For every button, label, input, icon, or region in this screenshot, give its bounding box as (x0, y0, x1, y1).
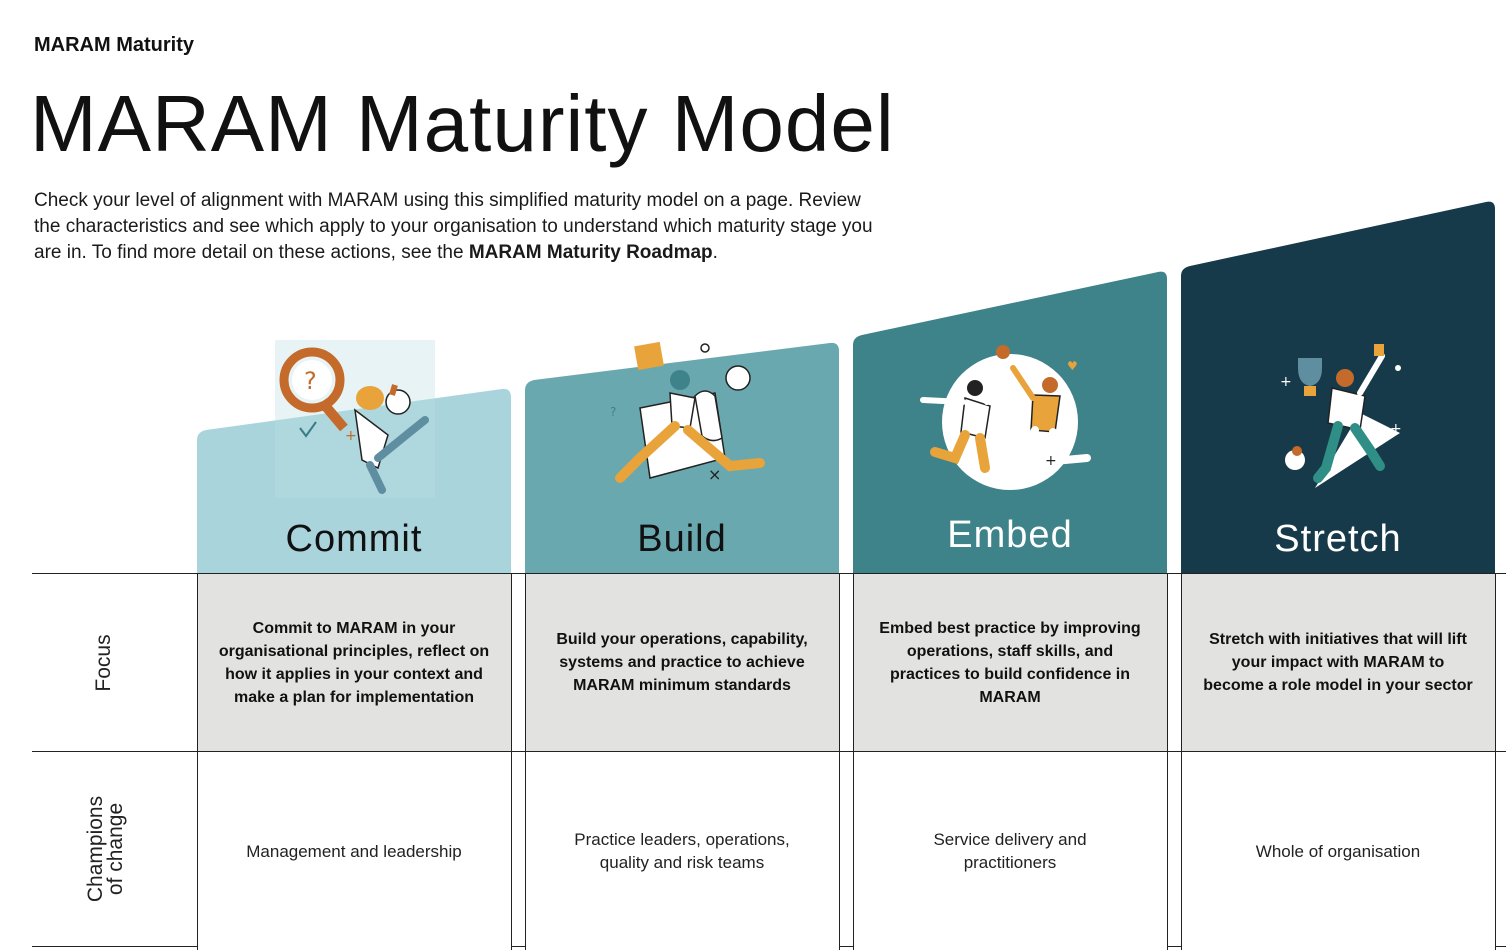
row-label-champions-line1: Champions (84, 795, 107, 903)
svg-text:+: + (1045, 453, 1057, 469)
page-title: MARAM Maturity Model (30, 79, 895, 168)
champions-cell-build: Practice leaders, operations, quality an… (525, 752, 839, 950)
stage-title-commit: Commit (285, 518, 423, 560)
svg-text:+: + (345, 428, 357, 444)
table-top-border (32, 573, 1506, 574)
column-border (197, 574, 198, 950)
svg-text:×: × (708, 465, 721, 484)
row-divider (32, 751, 1506, 752)
focus-text-commit: Commit to MARAM in your organisational p… (218, 619, 490, 706)
svg-text:+: + (1280, 374, 1292, 390)
column-border (1181, 574, 1182, 950)
champions-cell-commit: Management and leadership (197, 752, 511, 950)
column-border (839, 574, 840, 950)
person-holding-trophy-illustration: + + (1280, 344, 1402, 488)
person-with-puzzle-pieces-illustration: × ? (610, 341, 765, 484)
row-label-champions: Champions of change (84, 789, 130, 909)
stage-title-build: Build (637, 518, 727, 560)
column-border (1167, 574, 1168, 950)
focus-text-embed: Embed best practice by improving operati… (879, 619, 1141, 706)
intro-end: . (712, 242, 718, 263)
column-border (853, 574, 854, 950)
section-eyebrow: MARAM Maturity (34, 34, 194, 56)
roadmap-link[interactable]: MARAM Maturity Roadmap (468, 242, 713, 263)
column-border (511, 574, 512, 950)
focus-text-build: Build your operations, capability, syste… (556, 631, 808, 694)
stretch-header-shape (1181, 201, 1495, 575)
svg-text:+: + (1390, 421, 1402, 437)
champions-text-build: Practice leaders, operations, quality an… (574, 830, 790, 872)
row-label-champions-line2: of change (104, 802, 127, 896)
focus-cell-embed: Embed best practice by improving operati… (853, 574, 1167, 751)
champions-cell-embed: Service delivery and practitioners (853, 752, 1167, 950)
stage-title-stretch: Stretch (1274, 518, 1402, 560)
column-border (525, 574, 526, 950)
intro-text: Check your level of alignment with MARAM… (34, 190, 873, 263)
champions-text-stretch: Whole of organisation (1255, 841, 1421, 861)
two-people-high-five-illustration: + ♥ (920, 345, 1091, 490)
stage-title-embed: Embed (947, 514, 1073, 556)
person-with-magnifying-glass-illustration: ? + (275, 340, 435, 498)
champions-cell-stretch: Whole of organisation (1181, 752, 1495, 950)
commit-header-shape (197, 388, 511, 575)
champions-text-embed: Service delivery and practitioners (933, 830, 1087, 872)
focus-cell-build: Build your operations, capability, syste… (525, 574, 839, 751)
column-border (1495, 574, 1496, 950)
row-label-focus: Focus (92, 634, 115, 692)
intro-paragraph: Check your level of alignment with MARAM… (34, 188, 874, 266)
champions-text-commit: Management and leadership (246, 841, 462, 861)
focus-cell-commit: Commit to MARAM in your organisational p… (197, 574, 511, 751)
svg-text:?: ? (304, 367, 317, 395)
focus-text-stretch: Stretch with initiatives that will lift … (1203, 631, 1473, 694)
svg-text:♥: ♥ (1067, 359, 1078, 373)
svg-text:?: ? (610, 405, 616, 419)
focus-cell-stretch: Stretch with initiatives that will lift … (1181, 574, 1495, 751)
